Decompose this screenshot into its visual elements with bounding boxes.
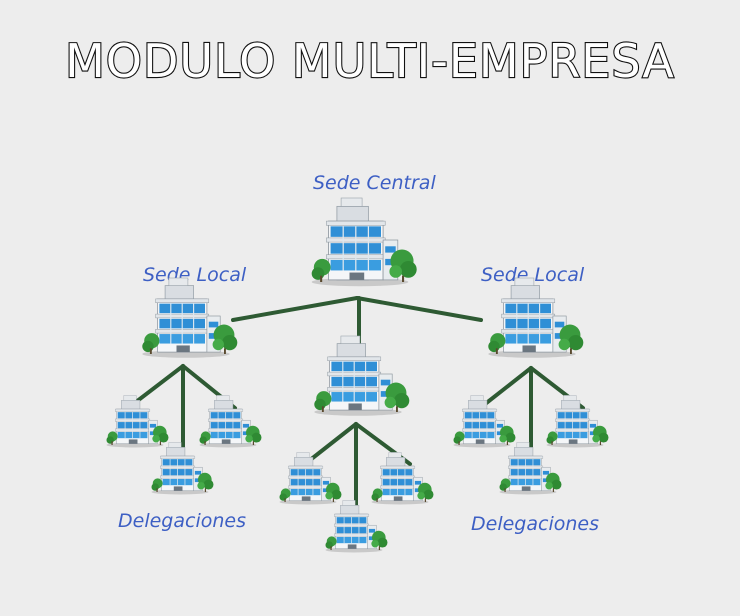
building-icon-sede-central (311, 197, 418, 287)
building-icon-delegacion-right-2 (546, 395, 609, 448)
building-icon-delegacion-left-2 (199, 395, 262, 448)
label-delegaciones-left: Delegaciones (118, 510, 246, 532)
building-icon-sede-local-middle (313, 335, 410, 417)
connector-lines (126, 296, 585, 522)
building-icon-delegacion-mid-1 (279, 452, 342, 505)
building-icon-sede-local-right (487, 277, 584, 359)
building-icon-delegacion-left-1 (106, 395, 169, 448)
page-title: MODULO MULTI-EMPRESA (64, 33, 675, 89)
label-sede-central: Sede Central (313, 172, 436, 194)
edge-local-right-del-1 (478, 366, 533, 410)
building-icon-delegacion-right-1 (453, 395, 516, 448)
edge-local-middle-del-1 (303, 422, 358, 466)
building-icon-delegacion-mid-2 (371, 452, 434, 505)
building-icon-delegacion-right-3 (499, 442, 562, 495)
edge-central-local-right (355, 296, 483, 322)
building-icon-delegacion-mid-3 (325, 500, 388, 553)
building-icon-sede-local-left (141, 277, 238, 359)
label-sede-local-right: Sede Local (481, 264, 585, 286)
edge-central-local-left (231, 296, 359, 322)
label-delegaciones-right: Delegaciones (471, 513, 599, 535)
building-icon-delegacion-left-3 (151, 442, 214, 495)
